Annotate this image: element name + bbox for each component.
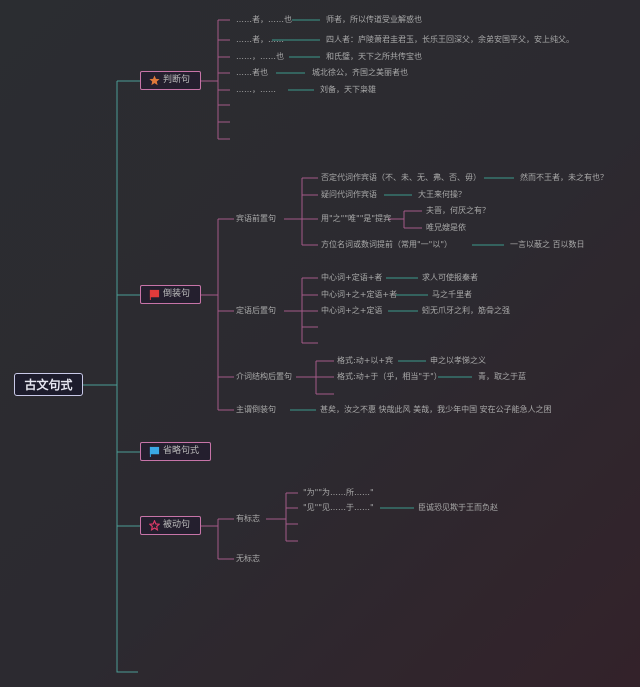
judgement-example[interactable]: 和氏璧，天下之所共传宝也 <box>326 52 422 61</box>
subject-predicate-example[interactable]: 甚矣，汝之不惠 快哉此风 美哉，我少年中国 安在公子能急人之困 <box>320 405 552 414</box>
connector-attributive-examples <box>386 277 428 312</box>
category-omission-label: 省略句式 <box>163 446 200 456</box>
object-front-example[interactable]: 一言以蔽之 百以数日 <box>510 240 585 249</box>
judgement-pattern[interactable]: ……者，…… <box>236 35 284 44</box>
object-front-rule[interactable]: 方位名词或数词提前（常用"一"以"） <box>321 240 453 249</box>
attributive-rule[interactable]: 中心词+定语+者 <box>321 273 383 282</box>
judgement-example[interactable]: 城北徐公，齐国之美丽者也 <box>312 68 408 77</box>
attributive-example[interactable]: 求人可使报秦者 <box>422 273 478 282</box>
object-front-rule[interactable]: 否定代词作宾语（不、未、无、弗、否、毋） <box>321 173 481 182</box>
prepositional-rule[interactable]: 格式:动+于（乎，相当"于"） <box>337 372 442 381</box>
object-front-example[interactable]: 大王来何操？ <box>418 190 466 199</box>
passive-example[interactable]: 臣诚恐见欺于王而负赵 <box>418 503 498 512</box>
passive-marker[interactable]: "见""见……于……" <box>303 503 374 512</box>
connector-inversion <box>201 218 234 411</box>
connector-judgement <box>201 19 230 140</box>
passive-marker[interactable]: "为""为……所……" <box>303 488 374 497</box>
judgement-example[interactable]: 四人者：庐陵萧君圭君玉，长乐王回深父，余弟安国平父，安上纯父。 <box>326 35 574 44</box>
star-outline-icon <box>149 520 160 531</box>
category-inversion-label: 倒装句 <box>163 289 191 299</box>
passive-group-marked[interactable]: 有标志 <box>236 514 260 523</box>
object-front-example[interactable]: 夫晋，何厌之有？ <box>426 206 490 215</box>
judgement-example[interactable]: 师者，所以传道受业解惑也 <box>326 15 422 24</box>
connector-object-front <box>284 177 422 246</box>
object-front-example[interactable]: 唯兄嫂是依 <box>426 223 466 232</box>
judgement-example[interactable]: 刘备，天下枭雄 <box>320 85 376 94</box>
star-icon <box>149 75 160 86</box>
attributive-rule[interactable]: 中心词+之+定语+者 <box>321 290 398 299</box>
connector-object-front-examples <box>384 177 514 246</box>
passive-group-unmarked[interactable]: 无标志 <box>236 554 260 563</box>
judgement-pattern[interactable]: ……者也 <box>236 68 268 77</box>
category-passive[interactable]: 被动句 <box>140 516 201 535</box>
connector-root-branches <box>117 80 140 527</box>
connector-prepositional-examples <box>290 360 472 411</box>
category-passive-label: 被动句 <box>163 520 191 530</box>
connector-root <box>83 81 138 673</box>
inversion-group-attributive[interactable]: 定语后置句 <box>236 306 276 315</box>
category-omission[interactable]: 省略句式 <box>140 442 211 461</box>
judgement-pattern[interactable]: ……，……也 <box>236 52 284 61</box>
judgement-pattern[interactable]: ……者，……也 <box>236 15 292 24</box>
object-front-rule[interactable]: 用"之""唯""是"提宾 <box>321 214 392 223</box>
attributive-example[interactable]: 马之千里者 <box>432 290 472 299</box>
flag-icon <box>149 446 160 457</box>
connector-prepositional <box>296 360 334 395</box>
object-front-rule[interactable]: 疑问代词作宾语 <box>321 190 377 199</box>
judgement-pattern[interactable]: ……，…… <box>236 85 276 94</box>
inversion-group-subject-predicate[interactable]: 主谓倒装句 <box>236 405 276 414</box>
attributive-rule[interactable]: 中心词+之+定语 <box>321 306 383 315</box>
category-judgement-label: 判断句 <box>163 75 191 85</box>
inversion-group-object-front[interactable]: 宾语前置句 <box>236 214 276 223</box>
prepositional-rule[interactable]: 格式:动+以+宾 <box>337 356 394 365</box>
connector-attributive <box>284 277 318 344</box>
inversion-group-prepositional[interactable]: 介词结构后置句 <box>236 372 292 381</box>
root-node[interactable]: 古文句式 <box>14 373 83 396</box>
category-judgement[interactable]: 判断句 <box>140 71 201 90</box>
connector-passive <box>201 492 298 560</box>
attributive-example[interactable]: 蚓无爪牙之利，筋骨之强 <box>422 306 510 315</box>
category-inversion[interactable]: 倒装句 <box>140 285 201 304</box>
flag-icon <box>149 289 160 300</box>
object-front-example[interactable]: 然而不王者，未之有也？ <box>520 173 608 182</box>
prepositional-example[interactable]: 申之以孝悌之义 <box>430 356 486 365</box>
prepositional-example[interactable]: 青，取之于蓝 <box>478 372 526 381</box>
connector-judgement-examples <box>272 19 320 91</box>
